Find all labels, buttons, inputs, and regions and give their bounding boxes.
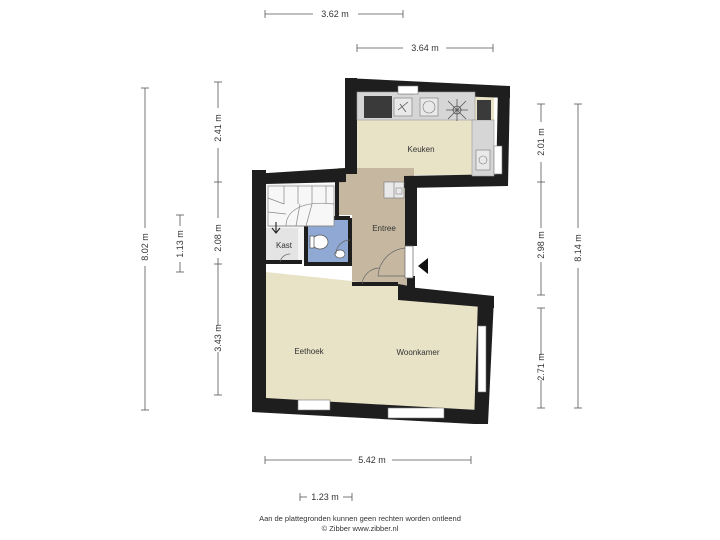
kast-floor [266,228,298,262]
dim-bottom-2: 1.23 m [311,492,339,502]
footer-disclaimer: Aan de plattegronden kunnen geen rechten… [259,514,461,523]
cooktop-icon [446,99,468,121]
dim-top-2: 3.64 m [411,43,439,53]
dim-left-upper: 2.41 m [213,114,223,142]
fridge-icon [477,100,491,120]
room-labels: Keuken Entree Kast Eethoek Woonkamer [276,145,440,357]
room-floors [266,92,494,410]
dim-right-upper: 2.01 m [536,128,546,156]
living-floor [266,272,478,410]
dim-left-middle: 2.08 m [213,224,223,252]
footer-credit: © Zibber www.zibber.nl [321,524,399,533]
entrance-arrow-icon [418,258,428,274]
oven-icon [364,96,392,118]
sink-icon [393,97,413,117]
dim-left-overall: 8.02 m [140,233,150,261]
dim-right-overall: 8.14 m [573,234,583,262]
staircase [267,185,335,227]
dim-right-lower: 2.71 m [536,353,546,381]
room-label-woonkamer: Woonkamer [397,348,440,357]
dim-bottom-1: 5.42 m [358,455,386,465]
dim-left-lower: 3.43 m [213,324,223,352]
dim-right-middle: 2.98 m [536,231,546,259]
stair-direction-arrow-icon [271,222,281,234]
kitchen-counter [356,89,503,177]
room-label-entree: Entree [372,224,396,233]
window [493,145,503,175]
entree-cabinet [383,181,405,199]
dimension-labels: 3.62 m 3.64 m 8.02 m 1.13 m 2.41 m 2.08 … [140,9,583,502]
doors [279,239,414,285]
room-label-kast: Kast [276,241,293,250]
dim-left-small: 1.13 m [175,230,185,258]
room-label-eethoek: Eethoek [294,347,324,356]
dimension-lines [141,10,582,501]
toilet-icon [309,234,346,259]
room-label-keuken: Keuken [407,145,434,154]
dim-top-1: 3.62 m [321,9,349,19]
windows [297,85,487,419]
